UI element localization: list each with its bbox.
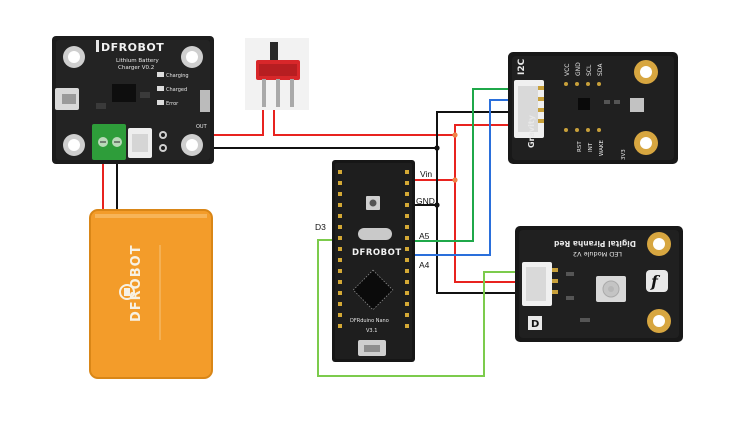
- mounting-hole: [63, 46, 85, 68]
- nano-brand: DFROBOT: [352, 248, 402, 258]
- i2c-label: I2C: [517, 58, 527, 75]
- robot-logo: [119, 284, 135, 300]
- right-header: [405, 170, 409, 328]
- charger-switch: [200, 90, 210, 112]
- arduino-nano: DFROBOT DFRduino Nano V3.1: [332, 160, 415, 362]
- led-module-title-line1: Digital Piranha Red: [554, 239, 636, 248]
- junction-dot: [434, 145, 440, 151]
- charger-brand: DFROBOT: [101, 41, 164, 54]
- digital-marker: D: [531, 319, 539, 330]
- slide-switch: [245, 38, 309, 110]
- nano-board-name: DFRduino Nano: [350, 318, 389, 324]
- d3-signal-wire: [317, 239, 520, 377]
- junction-dot: [452, 132, 458, 138]
- lipo-battery: DFROBOT: [89, 209, 213, 379]
- a5-scl-wire: [414, 88, 517, 242]
- led-module: Digital Piranha Red LED Module V2 D f: [515, 226, 683, 342]
- pin-label-vcc: VCC: [564, 64, 571, 76]
- pin-label-rst: RST: [577, 141, 583, 152]
- pin-label-wake: WAKE: [599, 139, 605, 156]
- pin-label-scl: SCL: [586, 64, 593, 76]
- mounting-hole: [647, 232, 671, 256]
- led-charging-label: Charging: [166, 73, 189, 79]
- mounting-hole: [634, 131, 658, 155]
- d3-label: D3: [315, 222, 326, 232]
- gnd-label: GND: [416, 196, 435, 206]
- left-header: [338, 170, 342, 328]
- pin-label-3v3: 3V3: [621, 149, 627, 160]
- crystal: [358, 228, 392, 240]
- vin-label: Vin: [420, 169, 432, 179]
- a4-label: A4: [419, 260, 430, 270]
- junction-dot: [434, 202, 440, 208]
- junctions: [434, 132, 458, 208]
- battery-brand: DFROBOT: [129, 244, 144, 322]
- nano-version: V3.1: [366, 328, 377, 334]
- led-charged-label: Charged: [166, 87, 187, 93]
- switch-knob: [270, 42, 278, 62]
- pin-label-gnd: GND: [575, 62, 582, 76]
- logo-letter: f: [650, 272, 661, 291]
- sensor-gnd-wire: [436, 111, 517, 148]
- sensor-pads: [564, 82, 601, 132]
- mounting-hole: [647, 309, 671, 333]
- sensor-chip: [578, 98, 590, 110]
- charger-chip: [112, 84, 136, 102]
- charger-board: DFROBOT Lithium Battery Charger V0.2 Cha…: [52, 36, 214, 164]
- mounting-hole: [634, 60, 658, 84]
- gravity-label: Gravity: [527, 114, 536, 148]
- a4-sda-wire: [414, 99, 517, 256]
- sensor-ic: [630, 98, 644, 112]
- pin-label-sda: SDA: [597, 63, 604, 76]
- led-error-label: Error: [166, 101, 179, 107]
- sensor-vcc-wire: [454, 124, 517, 135]
- i2c-sensor-board: I2C Gravity VCC GND SCL SDA 3V3 INT WAKE…: [508, 52, 678, 164]
- led-module-title-line2: LED Module V2: [573, 250, 622, 258]
- battery-terminal: [92, 124, 126, 160]
- mounting-hole: [181, 134, 203, 156]
- charger-title-line1: Lithium Battery: [116, 58, 159, 64]
- pin-label-int: INT: [588, 142, 594, 152]
- dfrobot-logo-badge: [646, 270, 668, 292]
- junction-dot: [452, 177, 458, 183]
- out-label: OUT: [196, 124, 208, 130]
- mounting-hole: [63, 134, 85, 156]
- mounting-hole: [181, 46, 203, 68]
- a5-label: A5: [419, 231, 430, 241]
- charger-gnd-wire: [163, 147, 520, 294]
- charger-title-line2: Charger V0.2: [118, 65, 154, 71]
